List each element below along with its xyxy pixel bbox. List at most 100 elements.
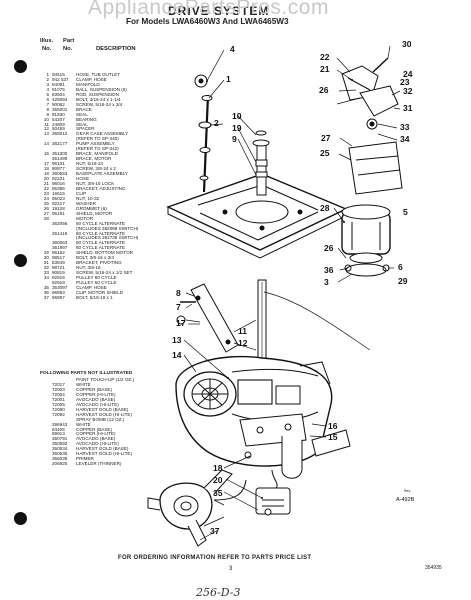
part-row: (INCLUDES 362088 SWITCH): [38, 227, 168, 232]
part-row: (REFER TO SP-340): [38, 137, 168, 142]
part-illus-number: 37: [43, 294, 49, 300]
part-description: BRACKET, PIVOTING: [76, 261, 122, 266]
part-illus-number: 28: [43, 215, 49, 221]
part-description: AVOCADO (BASE): [76, 437, 116, 442]
shaft-icon: [256, 142, 267, 196]
callout-label: 2: [214, 118, 219, 128]
part-number: 98517: [52, 255, 65, 261]
part-description: COPPER (BASE): [76, 387, 112, 392]
part-description: PULLEY 60 CYCLE: [76, 276, 117, 281]
callout-label: 12: [238, 338, 248, 348]
callout-label: 30: [402, 39, 412, 49]
part-illus-number: 27: [43, 210, 49, 216]
callout-label: 29: [398, 276, 408, 286]
part-illus-number: 3: [46, 81, 49, 87]
part-description: COPPER (HI-LITE): [76, 432, 116, 437]
part-description: BOLT, 3/8-16 x 3/4: [76, 256, 114, 261]
motor-shield-icon: [348, 141, 403, 195]
part-number: 16515: [52, 190, 65, 196]
part-description: WHITE: [76, 382, 91, 387]
watermark: AppliancePartsPros.com: [88, 0, 329, 19]
part-illus-number: 34: [43, 275, 49, 281]
callout-label: 26: [324, 243, 334, 253]
callout-label: 36: [324, 265, 334, 275]
part-description: MANIFOLD: [76, 82, 100, 87]
callout-label: 1: [226, 74, 231, 84]
part-description: PULLEY 50 CYCLE: [76, 281, 117, 286]
part-number: 360063: [52, 240, 68, 246]
part-description: SHIELD, BOTTOM MOTOR: [76, 251, 134, 256]
part-number: 85386: [52, 185, 65, 191]
part-illus-number: 36: [43, 289, 49, 295]
callout-label: 20: [213, 475, 223, 485]
binder-hole-icon: [14, 60, 27, 73]
pivoting-bracket-icon: [359, 85, 399, 117]
callout-label: 11: [238, 326, 247, 336]
part-illus-number: 31: [43, 260, 49, 266]
part-description: (REFER TO SP-342): [76, 147, 119, 152]
part-illus-number: 21: [43, 180, 49, 186]
part-illus-number: 20: [43, 176, 49, 182]
part-illus-number: 4: [46, 86, 49, 92]
paint-part-row: 72003 COPPER (BASE): [38, 386, 168, 393]
col-header-partno: No.: [63, 46, 73, 52]
document-number: 354935: [425, 565, 442, 571]
part-description: BOLT, 3/16-24 x 1-1/4: [76, 97, 121, 102]
part-number: 84405: [52, 426, 65, 432]
callout-label: 10: [232, 111, 242, 121]
part-description: BRACKET, ADJUSTING: [76, 186, 126, 191]
paint-part-row: SPRAY BOMB (12 OZ.): [38, 418, 168, 423]
part-description: 60 CYCLE ALTERNATE: [76, 221, 126, 226]
col-header-no: No.: [42, 46, 52, 52]
part-description: SCREW, 5/16-24 x 1/2 SET: [76, 271, 133, 276]
part-number: 356039: [52, 456, 68, 462]
part-description: BRACE, MANIFOLD: [76, 152, 119, 157]
part-number: 19128: [52, 205, 65, 211]
part-description: MOTOR: [76, 216, 94, 221]
part-illus-number: 9: [46, 111, 49, 117]
callout-label: 32: [403, 86, 413, 96]
part-description: SHIELD, MOTOR: [76, 211, 113, 216]
part-description: NUT, 5/16-24: [76, 162, 104, 167]
part-description: HARVEST GOLD (BASE): [76, 447, 129, 452]
part-number: 72003: [52, 386, 65, 392]
part-illus-number: 12: [43, 126, 49, 132]
part-number: 361997: [52, 245, 68, 251]
callout-label: 17: [176, 318, 186, 328]
part-number: 350592: [52, 441, 68, 447]
callout-label: 28: [320, 203, 330, 213]
figure-rev-label: Rev.: [404, 489, 411, 493]
col-header-part: Part: [63, 38, 75, 44]
part-description: BRACE: [76, 107, 92, 112]
part-number: 206925: [52, 461, 68, 467]
part-number: 296943: [52, 421, 68, 427]
